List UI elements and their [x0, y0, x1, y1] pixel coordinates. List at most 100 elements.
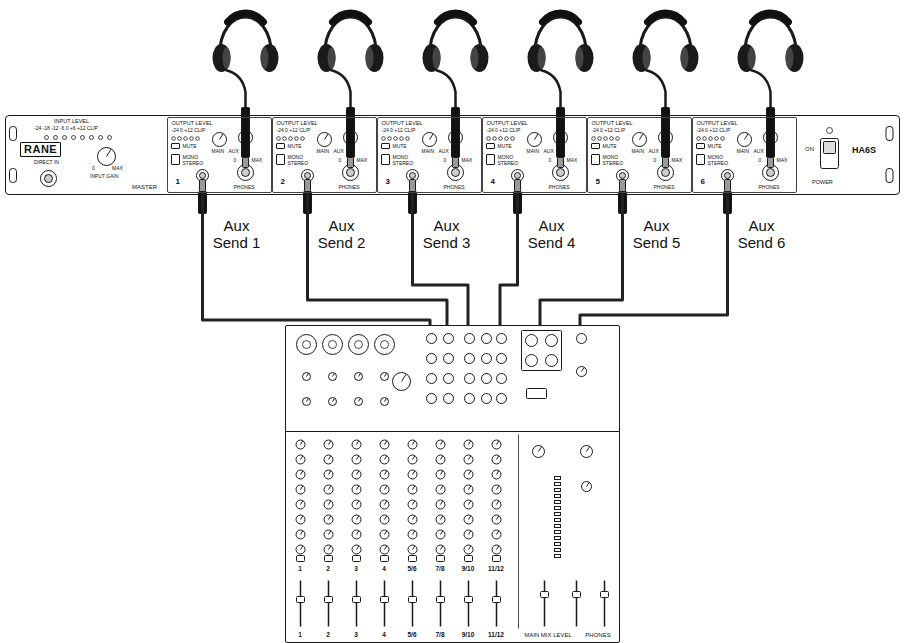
plug-sleeve	[200, 180, 206, 192]
ear-pad	[681, 47, 689, 69]
section-label: MAIN MIX LEVEL	[524, 632, 572, 638]
knob-pointer	[539, 447, 542, 452]
knob	[380, 530, 389, 539]
plug-sleeve	[663, 158, 669, 168]
ear-pad	[433, 47, 441, 69]
meter-led	[555, 519, 561, 522]
knob-pointer	[441, 501, 443, 505]
knob-pointer	[469, 486, 471, 490]
knob-label: AUX	[229, 149, 239, 154]
panel-label: OUTPUT LEVEL	[277, 121, 318, 127]
level-led	[190, 137, 194, 141]
knob-pointer	[357, 486, 359, 490]
knob-scale: 0	[234, 158, 237, 163]
plug-sleeve	[453, 158, 459, 168]
knob	[436, 470, 445, 479]
rack-ear-slot	[886, 127, 893, 141]
fader-slot	[544, 581, 546, 627]
ear-pad	[261, 47, 269, 69]
direct-in-jack	[45, 175, 53, 183]
knob	[380, 500, 389, 509]
knob	[352, 530, 361, 539]
jack-label: PHONES	[759, 185, 780, 190]
knob	[352, 515, 361, 524]
knob-pointer	[329, 471, 331, 475]
jack	[444, 374, 454, 384]
fader-slot	[604, 581, 606, 627]
knob-pointer	[107, 149, 112, 156]
channel-number: 4	[491, 178, 495, 186]
ear-cup	[633, 44, 651, 72]
knob	[98, 148, 116, 166]
knob	[492, 530, 501, 539]
button-label: MONO	[708, 155, 724, 160]
headphone-cable	[541, 70, 561, 108]
jack	[497, 334, 507, 344]
mic-input	[323, 335, 343, 355]
mute-button	[697, 144, 705, 149]
knob-pointer	[329, 441, 331, 445]
knob	[464, 470, 473, 479]
knob	[355, 398, 363, 406]
meter-led	[555, 543, 561, 546]
level-led	[295, 137, 299, 141]
jack-label: PHONES	[654, 185, 675, 190]
knob	[324, 455, 333, 464]
cable-label: Aux Send 2	[314, 217, 370, 252]
knob-pointer	[441, 486, 443, 490]
plug-sleeve	[410, 180, 416, 192]
knob	[492, 515, 501, 524]
jack	[526, 355, 538, 367]
level-led	[277, 137, 281, 141]
headphone-cable	[646, 70, 666, 108]
channel-number: 1	[176, 178, 180, 186]
knob	[582, 482, 592, 492]
jack	[465, 374, 475, 384]
knob-pointer	[301, 531, 303, 535]
direct-in-jack	[41, 171, 57, 187]
button-label: MONO	[183, 155, 199, 160]
meter-led	[555, 513, 561, 516]
knob	[436, 515, 445, 524]
mute-button	[437, 556, 445, 562]
knob-pointer	[587, 483, 590, 487]
knob-pointer	[497, 441, 499, 445]
knob-label: INPUT GAIN	[90, 174, 119, 179]
rack-ear-slot	[10, 127, 17, 141]
knob-pointer	[441, 471, 443, 475]
level-led	[54, 136, 58, 140]
knob-pointer	[441, 516, 443, 520]
channel-number: 11/12	[488, 566, 504, 573]
knob	[492, 545, 501, 554]
knob-pointer	[220, 134, 224, 140]
jack	[482, 394, 492, 404]
knob	[464, 515, 473, 524]
cable-label: Aux Send 6	[734, 217, 790, 252]
knob	[492, 455, 501, 464]
knob-label: MAIN	[422, 149, 435, 154]
knob-pointer	[582, 368, 585, 372]
jack-label: PHONES	[339, 185, 360, 190]
knob	[303, 398, 311, 406]
channel-number: 4	[382, 632, 386, 639]
knob-pointer	[357, 456, 359, 460]
rack-ear-slot	[886, 169, 893, 183]
input-jack	[305, 173, 311, 179]
knob	[296, 455, 305, 464]
knob-pointer	[497, 486, 499, 490]
plug-sleeve	[348, 158, 354, 168]
level-led	[184, 137, 188, 141]
mono-stereo-button	[487, 155, 495, 165]
knob-scale: MAX	[112, 166, 123, 171]
ear-pad	[538, 47, 546, 69]
jack-label: PHONES	[234, 185, 255, 190]
aux-cable	[540, 193, 623, 326]
knob	[352, 470, 361, 479]
knob	[380, 470, 389, 479]
knob	[528, 133, 542, 147]
level-led	[499, 137, 503, 141]
mic-input	[303, 341, 311, 349]
headband-pad	[438, 13, 474, 22]
channel-number: 11/12	[488, 632, 504, 639]
